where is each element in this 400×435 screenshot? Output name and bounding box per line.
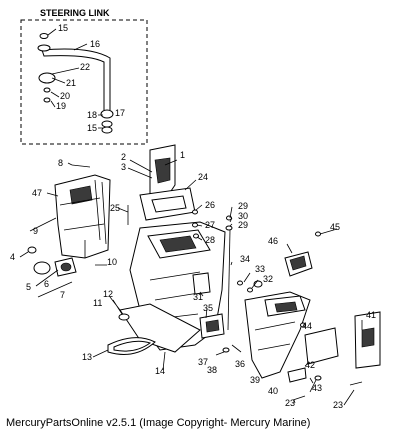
callout-2: 2	[121, 152, 126, 162]
callout-9: 9	[33, 226, 38, 236]
steering-link-inset: STEERING LINK 15 16 22 21 20 19 17 18 15	[20, 8, 148, 145]
callout-30: 30	[238, 211, 248, 221]
callout-27: 27	[205, 220, 215, 230]
callout-26: 26	[205, 200, 215, 210]
callout-10: 10	[107, 257, 117, 267]
callout-3: 3	[121, 162, 126, 172]
callout-38: 38	[207, 365, 217, 375]
inset-title: STEERING LINK	[40, 8, 110, 18]
callout-21: 21	[66, 78, 76, 88]
callout-19: 19	[56, 101, 66, 111]
callout-14: 14	[155, 366, 165, 376]
image-copyright-caption: MercuryPartsOnline v2.5.1 (Image Copyrig…	[6, 417, 311, 429]
callout-11: 11	[93, 298, 102, 308]
callout-41: 41	[366, 310, 376, 320]
callout-24: 24	[198, 172, 208, 182]
callout-25: 25	[110, 203, 120, 213]
callout-45: 45	[330, 222, 340, 232]
callout-47: 47	[32, 188, 42, 198]
callout-36: 36	[235, 359, 245, 369]
parts-diagram: STEERING LINK 15 16 22 21 20 19 17 18 15	[10, 8, 381, 410]
callout-29a: 29	[238, 201, 248, 211]
callout-32: 32	[263, 274, 273, 284]
callout-44: 44	[302, 321, 312, 331]
callout-20: 20	[60, 91, 70, 101]
callout-6: 6	[44, 279, 49, 289]
callout-23b: 23	[333, 400, 343, 410]
callout-8: 8	[58, 158, 63, 168]
callout-15b: 15	[87, 123, 97, 133]
callout-13: 13	[82, 352, 92, 362]
callout-28: 28	[205, 235, 215, 245]
callout-5: 5	[26, 282, 31, 292]
callout-33: 33	[255, 264, 265, 274]
callout-43: 43	[312, 383, 322, 393]
callout-4: 4	[10, 252, 15, 262]
callout-42: 42	[305, 360, 315, 370]
callout-34: 34	[240, 254, 250, 264]
callout-7: 7	[60, 290, 65, 300]
callout-12: 12	[103, 289, 113, 299]
callout-37: 37	[198, 357, 208, 367]
callout-35: 35	[203, 303, 213, 313]
callout-18: 18	[87, 110, 97, 120]
callout-17: 17	[115, 108, 125, 118]
callout-16: 16	[90, 39, 100, 49]
callout-39: 39	[250, 375, 260, 385]
callout-46: 46	[268, 236, 278, 246]
callout-1: 1	[180, 150, 185, 160]
callout-22: 22	[80, 62, 90, 72]
callout-31: 31	[193, 292, 203, 302]
callout-15a: 15	[58, 23, 68, 33]
callout-23a: 23	[285, 398, 295, 408]
callout-40: 40	[268, 386, 278, 396]
callout-29b: 29	[238, 220, 248, 230]
lower-unit-assembly: 1 2 3 24 8 47 9 25 26 27 28 29 30 29 34 …	[10, 144, 381, 410]
